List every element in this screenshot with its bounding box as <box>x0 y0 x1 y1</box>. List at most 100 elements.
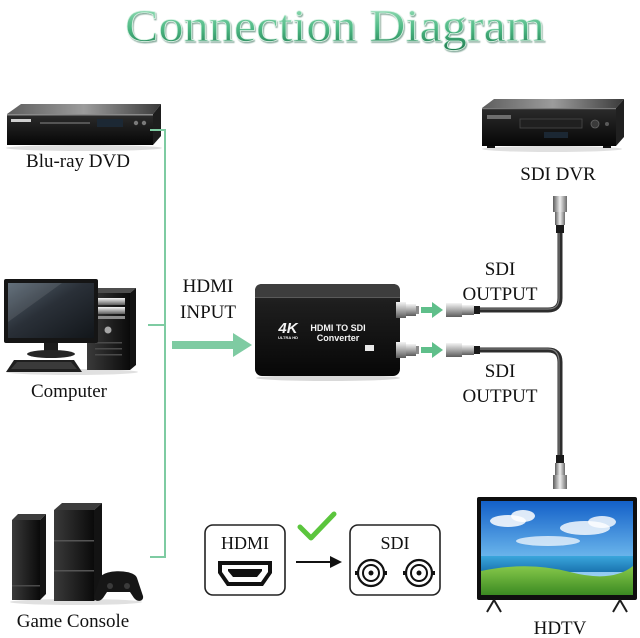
device-foot <box>603 146 611 148</box>
bnc-pin <box>432 571 435 575</box>
hdtv-icon <box>477 497 637 613</box>
hdmi-port-pins <box>228 569 262 577</box>
controller-stick <box>107 583 113 589</box>
tower-vent <box>95 348 122 350</box>
monitor-screen <box>8 283 94 338</box>
legend-sdi-box: SDI <box>349 524 441 596</box>
device-shadow <box>6 145 162 151</box>
sdi-output-2-label-line1: SDI <box>485 361 516 382</box>
checkmark-icon <box>297 511 337 541</box>
device-side-face <box>153 104 161 145</box>
converter-title-line2: Converter <box>317 333 360 343</box>
controller-stick <box>124 583 130 589</box>
bnc-strain-relief <box>474 346 480 354</box>
hdmi-input-label-line2: INPUT <box>180 302 236 323</box>
sdi-output-port-1 <box>396 302 419 318</box>
bnc-center <box>416 570 422 576</box>
console-pro-groove <box>54 570 94 572</box>
brand-plate <box>487 115 511 119</box>
bnc-center <box>368 570 374 576</box>
display-window <box>544 132 568 138</box>
device-side-face <box>616 99 624 146</box>
mode-switch <box>365 345 374 351</box>
legend-hdmi-label: HDMI <box>221 533 269 553</box>
console-slim-side <box>40 514 46 600</box>
source-label-bluray: Blu-ray DVD <box>26 151 130 172</box>
tv-stand-right <box>612 599 628 613</box>
device-shadow <box>256 375 400 381</box>
bnc-nut <box>396 342 406 358</box>
disc-tray <box>519 118 583 129</box>
source-label-game-console: Game Console <box>17 611 129 632</box>
front-button <box>141 120 147 126</box>
sdi-output-arrow-1 <box>421 302 443 318</box>
converter-title-line1: HDMI TO SDI <box>310 323 365 333</box>
cloud <box>511 510 535 522</box>
console-slim-top <box>12 514 46 520</box>
legend-sdi-label: SDI <box>380 533 409 553</box>
device-top-face <box>482 99 624 108</box>
front-trim <box>482 108 616 110</box>
console-slim-groove <box>12 585 40 587</box>
bnc-pin <box>355 571 358 575</box>
bluray-player-icon <box>6 104 162 151</box>
bnc-ferrule <box>555 463 565 475</box>
brand-plate <box>11 119 31 122</box>
cable-highlight <box>478 348 560 456</box>
keyboard-keys <box>11 362 77 369</box>
tv-stand-left <box>486 599 502 613</box>
bnc-ferrule <box>462 345 474 355</box>
cloud <box>588 516 616 528</box>
bnc-sleeve <box>553 196 567 212</box>
sdi-output-port-2 <box>396 342 419 358</box>
cable-jacket <box>478 232 563 313</box>
monitor-base <box>27 350 75 358</box>
bnc-nut <box>396 302 406 318</box>
destination-label-hdtv: HDTV <box>534 618 587 638</box>
bnc-ferrule <box>462 305 474 315</box>
arrow-head <box>330 556 342 568</box>
controller <box>93 571 144 601</box>
device-shadow <box>10 599 142 605</box>
bnc-tip <box>416 346 419 354</box>
drive-bay <box>92 298 125 305</box>
tv-screen <box>481 501 633 595</box>
hdmi-to-sdi-converter: 4K ULTRA HD HDMI TO SDI Converter <box>255 284 400 381</box>
bnc-tip <box>416 306 419 314</box>
sdi-dvr-icon <box>482 99 624 152</box>
tower-vent <box>95 342 122 344</box>
sdi-output-2-label-line2: OUTPUT <box>463 386 538 407</box>
control-dial <box>590 119 600 129</box>
disc-slot <box>40 122 90 124</box>
console-pro-groove <box>54 540 94 542</box>
hdmi-input-arrow <box>172 333 252 357</box>
console-pro-top <box>54 503 102 510</box>
bnc-port-icon <box>355 558 387 588</box>
sdi-output-1-label-line2: OUTPUT <box>463 284 538 305</box>
monitor-neck <box>44 343 58 352</box>
sdi-output-arrow-2 <box>421 342 443 358</box>
converter-body <box>255 284 400 376</box>
console-slim-body <box>12 520 40 600</box>
bnc-sleeve <box>446 343 462 357</box>
device-top-face <box>7 104 161 114</box>
display-window <box>97 119 123 127</box>
drive-bay-trim <box>92 316 125 319</box>
converter-4k-badge: 4K <box>277 320 298 337</box>
device-front-panel <box>7 114 153 145</box>
bnc-strain-relief <box>556 455 564 463</box>
bnc-pin <box>403 571 406 575</box>
bnc-inner <box>362 564 380 582</box>
sdi-output-1-label-line1: SDI <box>485 259 516 280</box>
sdi-cable-2 <box>446 343 567 489</box>
device-shadow <box>482 146 622 152</box>
bnc-barrel <box>406 344 416 356</box>
drive-bay <box>92 307 125 314</box>
device-foot <box>487 146 495 148</box>
power-button <box>104 326 112 334</box>
bnc-inner <box>410 564 428 582</box>
tower-vent <box>95 354 122 356</box>
tower-top-face <box>87 288 136 293</box>
hdmi-input-label-line1: HDMI <box>183 276 234 297</box>
